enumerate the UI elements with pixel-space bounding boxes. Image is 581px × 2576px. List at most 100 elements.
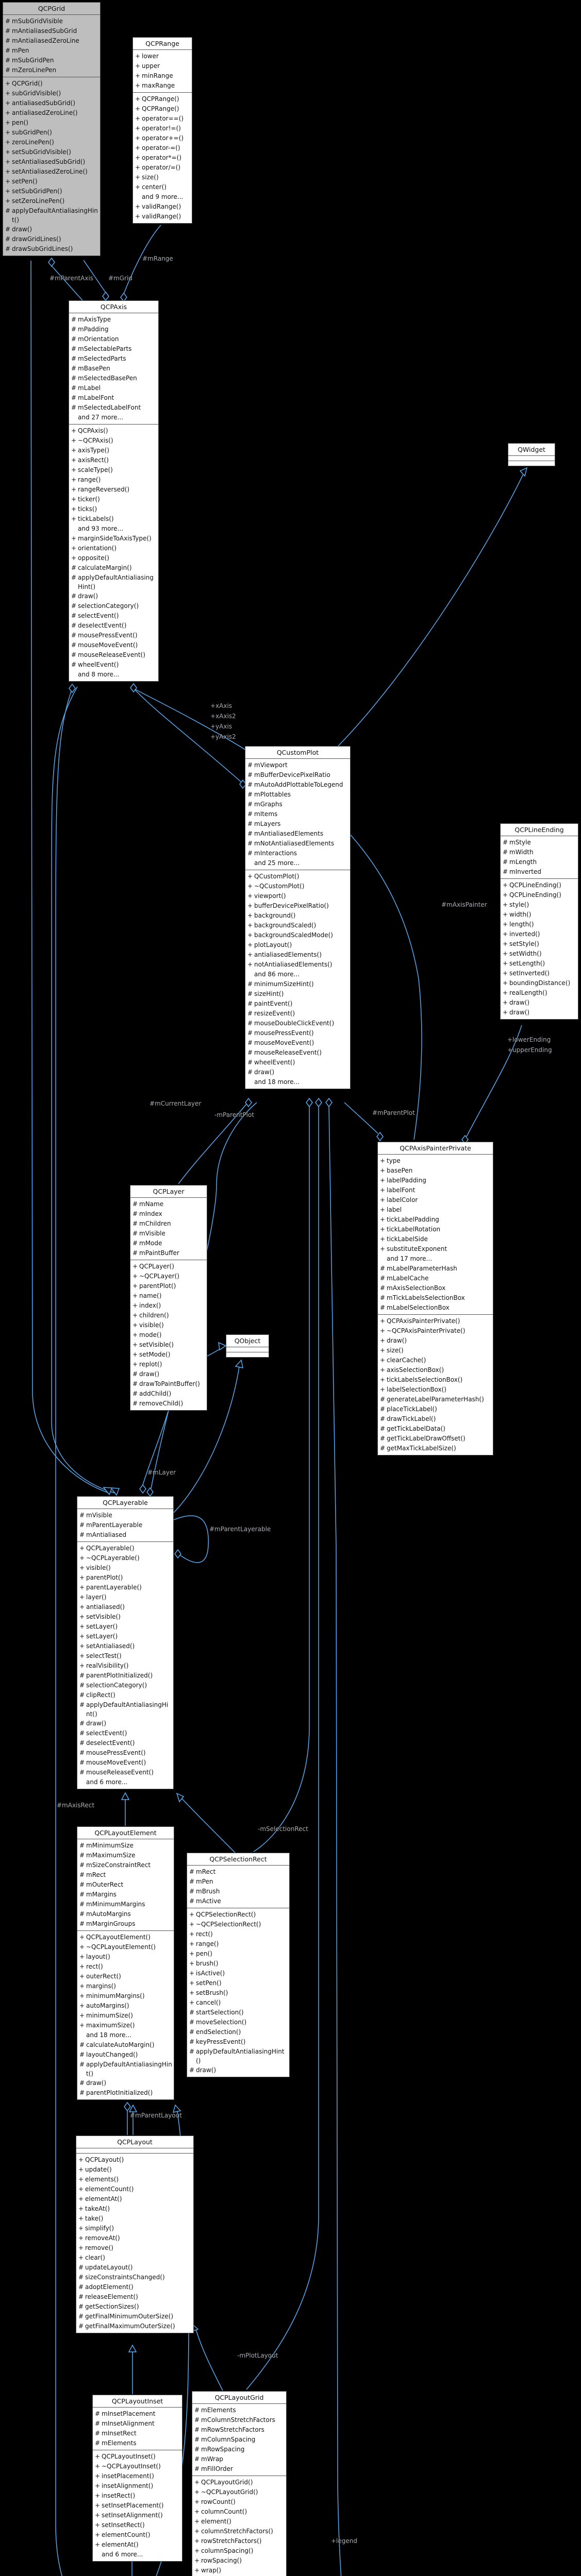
inheritance-edge bbox=[173, 1363, 240, 1513]
visibility-symbol: # bbox=[132, 1230, 138, 1237]
visibility-symbol: + bbox=[194, 2537, 200, 2545]
methods-compartment: +QCPAxis()+~QCPAxis()+axisType()+axisRec… bbox=[69, 424, 158, 681]
edge-label-mRange: #mRange bbox=[142, 255, 173, 262]
visibility-symbol: + bbox=[194, 2547, 200, 2554]
member-row: +~QCPLayerable() bbox=[79, 1553, 172, 1563]
class-box-qcplayoutelement[interactable]: QCPLayoutElement#mMinimumSize#mMaximumSi… bbox=[77, 1826, 174, 2100]
member-row: #minimumSizeHint() bbox=[247, 979, 348, 989]
member-name: QCPLayer() bbox=[139, 1263, 174, 1270]
member-name: mInverted bbox=[509, 868, 541, 875]
class-box-qcpgrid[interactable]: QCPGrid#mSubGridVisible#mAntialiasedSubG… bbox=[3, 2, 101, 256]
member-name: parentPlotInitialized() bbox=[86, 1672, 153, 1679]
class-title[interactable]: QWidget bbox=[518, 446, 545, 453]
class-box-qcplayerable[interactable]: QCPLayerable#mVisible#mParentLayerable#m… bbox=[77, 1496, 174, 1789]
member-name: ~QCPLayoutElement() bbox=[86, 1943, 156, 1951]
visibility-symbol: # bbox=[79, 1672, 85, 1679]
aggregation-diamond bbox=[315, 1097, 322, 1108]
member-row: +basePen bbox=[380, 1166, 491, 1176]
visibility-symbol: # bbox=[71, 661, 77, 668]
visibility-symbol: + bbox=[71, 505, 77, 513]
class-box-qcprange[interactable]: QCPRange+lower+upper+minRange+maxRange+Q… bbox=[132, 37, 192, 224]
member-name: labelSelectionBox() bbox=[387, 1386, 446, 1393]
member-name: isActive() bbox=[196, 1970, 225, 1977]
class-title[interactable]: QCPRange bbox=[145, 40, 179, 47]
visibility-symbol: + bbox=[194, 2508, 200, 2515]
member-name: parentPlot() bbox=[139, 1282, 176, 1290]
member-row: +QCPRange() bbox=[135, 104, 190, 114]
edge-label-mCurrentLayer: #mCurrentLayer bbox=[150, 1100, 202, 1107]
class-title[interactable]: QCPGrid bbox=[38, 5, 65, 12]
class-box-qcplayer[interactable]: QCPLayer#mName#mIndex#mChildren#mVisible… bbox=[130, 1185, 207, 1411]
visibility-symbol: + bbox=[5, 119, 11, 126]
member-row: #calculateAutoMargin() bbox=[79, 2040, 172, 2050]
class-box-qcplayoutinset[interactable]: QCPLayoutInset#mInsetPlacement#mInsetAli… bbox=[92, 2395, 182, 2562]
member-name: tickLabelsSelectionBox() bbox=[387, 1376, 463, 1383]
class-title[interactable]: QObject bbox=[234, 1337, 261, 1345]
member-name: QCPGrid() bbox=[12, 80, 43, 87]
member-name: operator-=() bbox=[142, 144, 180, 151]
visibility-symbol: + bbox=[503, 940, 508, 947]
member-row: +label bbox=[380, 1205, 491, 1215]
member-row: #mNotAntialiasedElements bbox=[247, 839, 348, 849]
visibility-symbol: + bbox=[189, 1950, 195, 1957]
class-title[interactable]: QCPSelectionRect bbox=[209, 1855, 267, 1863]
visibility-symbol: + bbox=[79, 1564, 85, 1571]
member-row: #keyPressEvent() bbox=[189, 2037, 288, 2047]
class-box-qcplayout[interactable]: QCPLayout+QCPLayout()+update()+elements(… bbox=[76, 2136, 194, 2333]
inheritance-arrowhead bbox=[128, 2344, 137, 2352]
visibility-symbol: # bbox=[5, 57, 11, 64]
class-title[interactable]: QCPLayoutElement bbox=[94, 1829, 157, 1837]
visibility-symbol: # bbox=[247, 761, 253, 769]
visibility-symbol: # bbox=[247, 1010, 253, 1017]
visibility-symbol: # bbox=[380, 1425, 386, 1432]
class-title[interactable]: QCPLayoutInset bbox=[111, 2397, 163, 2405]
member-row: and 27 more... bbox=[71, 413, 157, 422]
member-name: applyDefaultAntialiasingHint() bbox=[196, 2048, 285, 2064]
member-row: +QCPLayoutInset() bbox=[95, 2452, 180, 2462]
visibility-symbol: + bbox=[71, 476, 77, 483]
class-box-qobject[interactable]: QObject bbox=[226, 1334, 269, 1358]
member-row: #mPen bbox=[189, 1877, 288, 1887]
class-title[interactable]: QCPLayout bbox=[117, 2138, 153, 2146]
aggregation-diamond bbox=[102, 291, 109, 301]
visibility-symbol: + bbox=[5, 109, 11, 116]
visibility-symbol: # bbox=[189, 2009, 195, 2016]
visibility-symbol: + bbox=[132, 1361, 138, 1368]
member-name: outerRect() bbox=[86, 1973, 121, 1980]
member-row: +remove() bbox=[78, 2243, 192, 2253]
class-box-qcplayoutgrid[interactable]: QCPLayoutGrid#mElements#mColumnStretchFa… bbox=[192, 2391, 287, 2576]
member-row: +tickLabelSide bbox=[380, 1234, 491, 1244]
member-row: +setMode() bbox=[132, 1350, 205, 1360]
member-name: mouseDoubleClickEvent() bbox=[254, 1020, 335, 1027]
visibility-symbol: # bbox=[247, 820, 253, 827]
member-row: +QCPLayerable() bbox=[79, 1544, 172, 1553]
member-name: rangeReversed() bbox=[78, 486, 130, 493]
class-title[interactable]: QCPAxisPainterPrivate bbox=[400, 1144, 471, 1152]
visibility-symbol: # bbox=[132, 1210, 138, 1217]
class-title[interactable]: QCPLayerable bbox=[103, 1499, 148, 1506]
visibility-symbol: # bbox=[79, 1521, 85, 1529]
visibility-symbol: + bbox=[132, 1331, 138, 1338]
class-box-qwidget[interactable]: QWidget bbox=[508, 443, 555, 466]
visibility-symbol: # bbox=[194, 2455, 200, 2463]
class-box-qcpaxis[interactable]: QCPAxis #mAxisType#mPadding#mOrientation#… bbox=[69, 300, 159, 682]
class-box-qcustomplot[interactable]: QCustomPlot#mViewport#mBufferDevicePixel… bbox=[245, 746, 351, 1089]
class-title[interactable]: QCPLayoutGrid bbox=[214, 2394, 264, 2401]
attributes-compartment: #mAxisType#mPadding#mOrientation#mSelect… bbox=[69, 313, 158, 424]
class-box-qcpselectionrect[interactable]: QCPSelectionRect#mRect#mPen#mBrush#mActi… bbox=[187, 1853, 290, 2077]
member-row: +operator-=() bbox=[135, 143, 190, 153]
member-name: pen() bbox=[12, 119, 28, 126]
visibility-symbol: + bbox=[78, 2205, 84, 2212]
class-title[interactable]: QCPAxis bbox=[100, 303, 127, 311]
class-box-qcpaxispainterprivate[interactable]: QCPAxisPainterPrivate+type+basePen+label… bbox=[377, 1142, 493, 1455]
visibility-symbol: + bbox=[380, 1347, 386, 1354]
visibility-symbol: # bbox=[247, 1020, 253, 1027]
member-name: mInsetAlignment bbox=[102, 2420, 155, 2427]
member-row: +columnCount() bbox=[194, 2507, 285, 2517]
member-row: +validRange() bbox=[135, 212, 190, 222]
class-title[interactable]: QCustomPlot bbox=[276, 749, 319, 756]
class-title[interactable]: QCPLineEnding bbox=[514, 826, 564, 834]
visibility-symbol: # bbox=[189, 1868, 195, 1875]
class-box-qcplineending[interactable]: QCPLineEnding#mStyle#mWidth#mLength#mInv… bbox=[500, 823, 578, 1020]
class-title[interactable]: QCPLayer bbox=[153, 1188, 185, 1195]
